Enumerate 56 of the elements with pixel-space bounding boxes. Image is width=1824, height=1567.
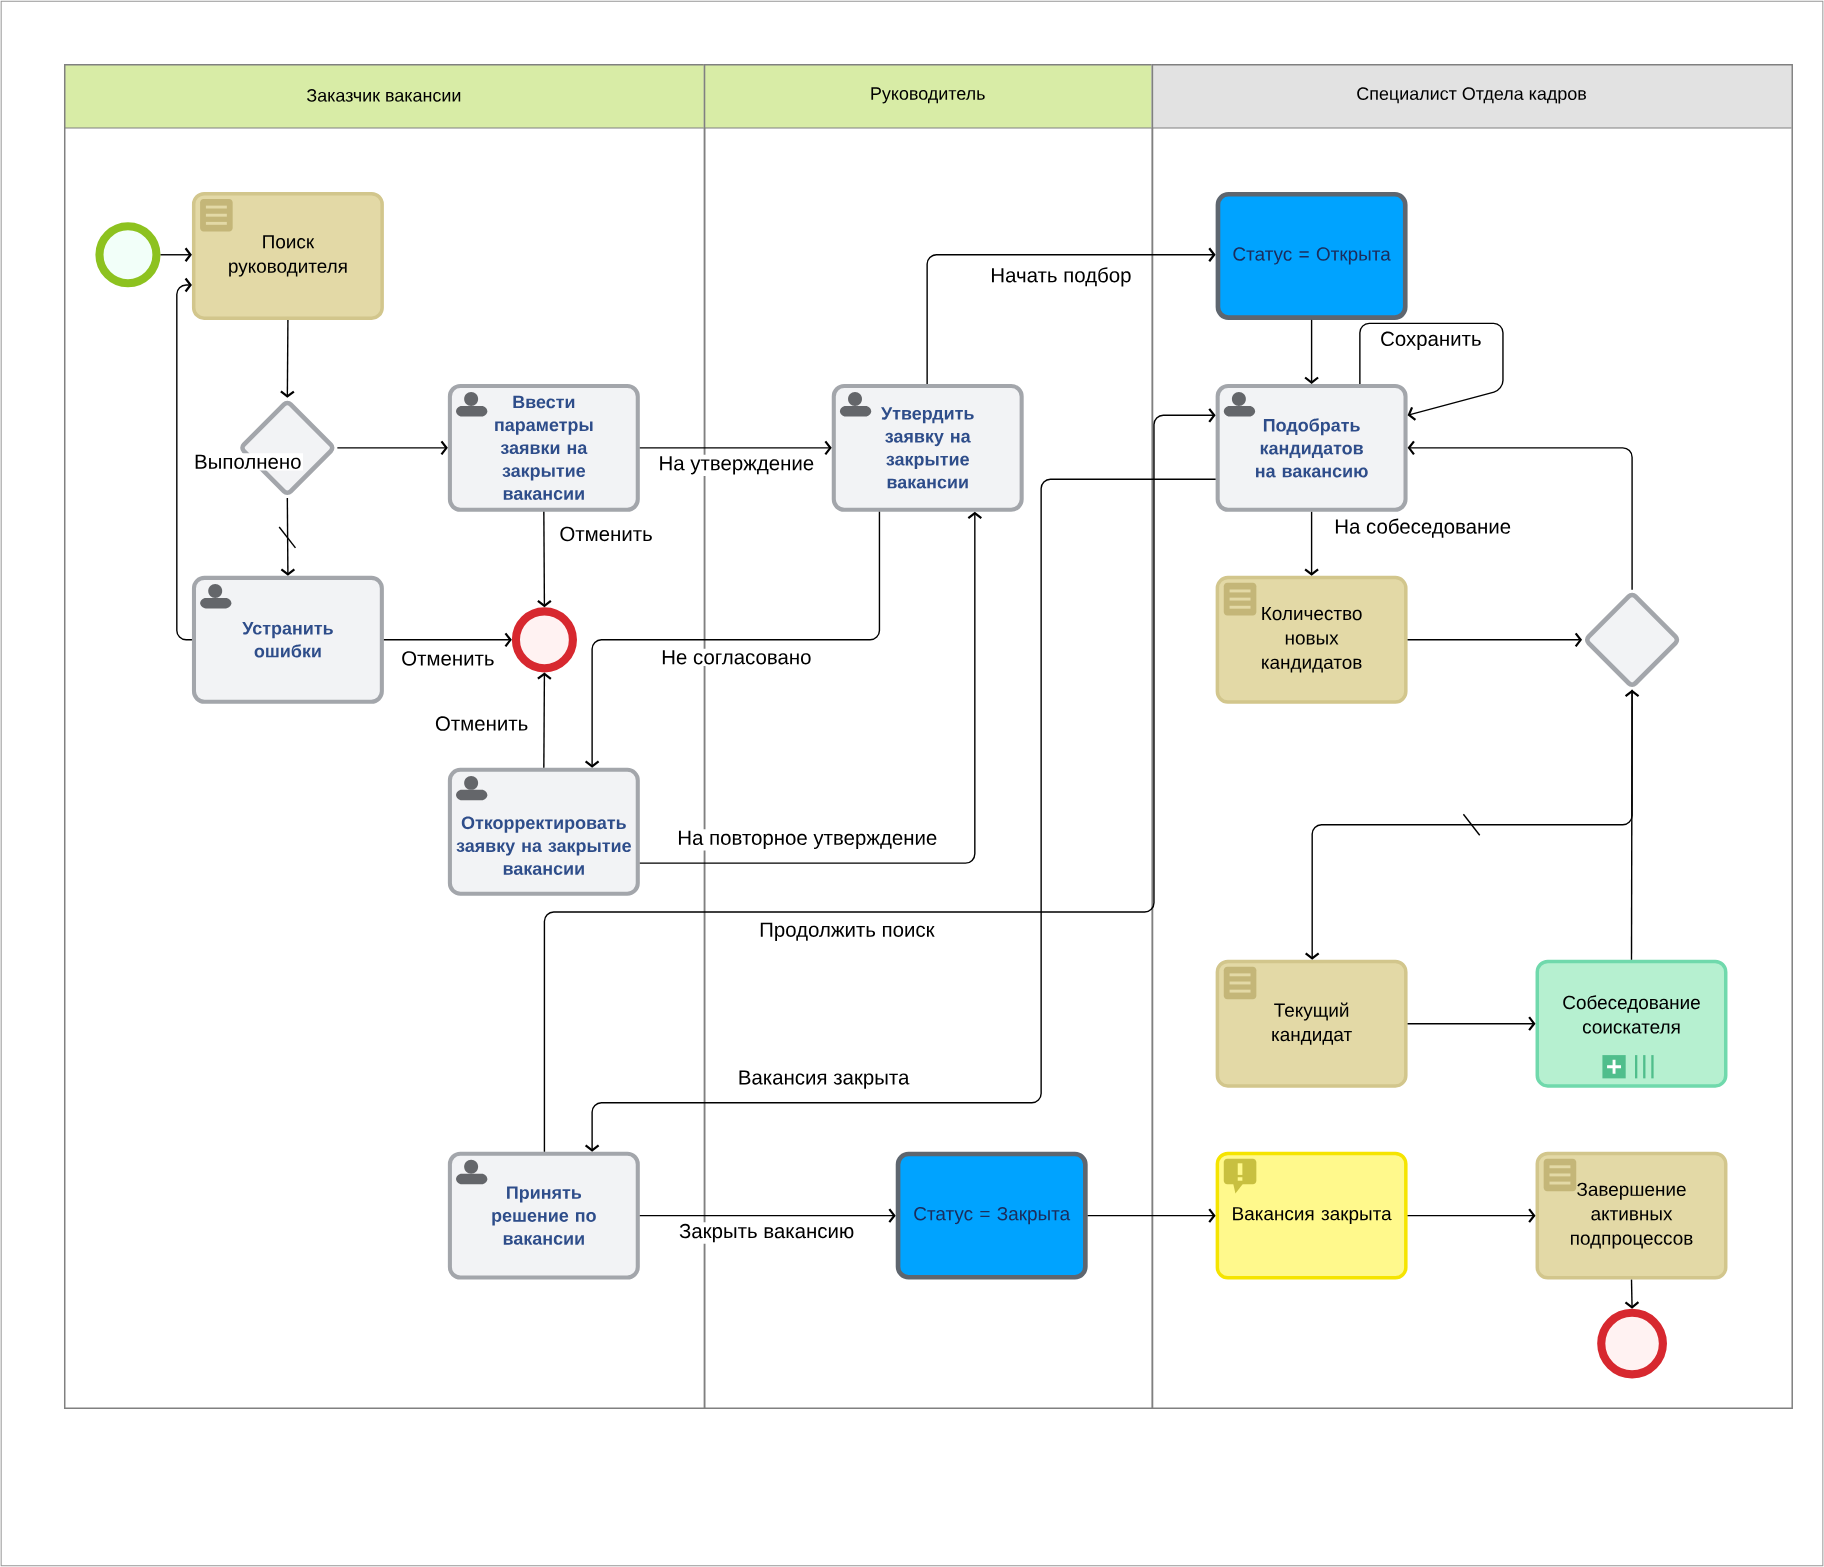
edge-label: Выполнено bbox=[192, 453, 303, 471]
arrow bbox=[639, 511, 982, 864]
edge-label: На повторное утверждение bbox=[675, 829, 939, 851]
task-box: Вакансия закрыта bbox=[1215, 1151, 1408, 1280]
edge-label: На собеседование bbox=[1332, 517, 1513, 540]
edge-label: Сохранить bbox=[1378, 330, 1484, 352]
arrow bbox=[926, 247, 1216, 385]
end-event-circle bbox=[1597, 1308, 1667, 1379]
arrow bbox=[543, 408, 1216, 1153]
task-box: Текущий кандидат bbox=[1215, 959, 1408, 1088]
arrow bbox=[1407, 440, 1633, 591]
task-box: Утвердить заявку на закрытие вакансии bbox=[831, 383, 1024, 512]
arrow bbox=[584, 511, 881, 768]
arrow bbox=[159, 247, 192, 262]
arrow bbox=[1624, 1278, 1640, 1309]
edge-label: Отменить bbox=[433, 714, 530, 733]
task-box: Ввести параметры заявки на закрытие вакансии bbox=[447, 383, 640, 512]
edge-label: Вакансия закрыта bbox=[736, 1068, 911, 1091]
task-box: Количество новых кандидатов bbox=[1215, 575, 1408, 704]
arrow bbox=[280, 319, 295, 398]
status-box: Статус = Открыта bbox=[1215, 191, 1408, 320]
arrow bbox=[1624, 689, 1640, 961]
arrow bbox=[383, 632, 512, 647]
task-box: Подобрать кандидатов на вакансию bbox=[1215, 383, 1408, 512]
edge-label: Закрыть вакансию bbox=[677, 1222, 856, 1244]
task-box: Откорректировать заявку на закрытие вакансии bbox=[447, 767, 640, 896]
subprocess-box: Собеседование соискателя bbox=[1535, 959, 1728, 1088]
arrow bbox=[1304, 511, 1319, 576]
arrow bbox=[176, 277, 193, 641]
arrow bbox=[1406, 632, 1583, 647]
arrow bbox=[584, 478, 1217, 1152]
edge-label: Продолжить поиск bbox=[757, 921, 937, 943]
task-box: Принять решение по вакансии bbox=[447, 1151, 640, 1280]
edge-label: Отменить bbox=[399, 649, 497, 668]
arrow bbox=[639, 1208, 896, 1223]
arrow bbox=[537, 511, 552, 608]
arrow bbox=[280, 497, 296, 576]
task-box: Поиск руководителя bbox=[191, 191, 384, 320]
arrow bbox=[1406, 1208, 1536, 1223]
arrow bbox=[1359, 322, 1504, 421]
task-box: Устранить ошибки bbox=[191, 575, 384, 704]
edge-label: На утверждение bbox=[657, 454, 816, 476]
edge-label: Отменить bbox=[557, 525, 655, 543]
end-event-circle bbox=[511, 607, 577, 673]
status-box: Статус = Закрыта bbox=[895, 1151, 1088, 1280]
arrow bbox=[1406, 1016, 1536, 1031]
arrow bbox=[1086, 1208, 1216, 1223]
arrow bbox=[639, 440, 832, 456]
task-box: Завершение активных подпроцессов bbox=[1535, 1151, 1728, 1280]
arrow bbox=[336, 440, 448, 456]
start-event-circle bbox=[95, 222, 161, 288]
gateway-diamond bbox=[1584, 592, 1680, 687]
edge-label: Начать подбор bbox=[988, 265, 1133, 288]
edge-label: Не согласовано bbox=[659, 648, 813, 666]
arrow bbox=[1304, 319, 1319, 384]
arrow bbox=[537, 672, 552, 769]
